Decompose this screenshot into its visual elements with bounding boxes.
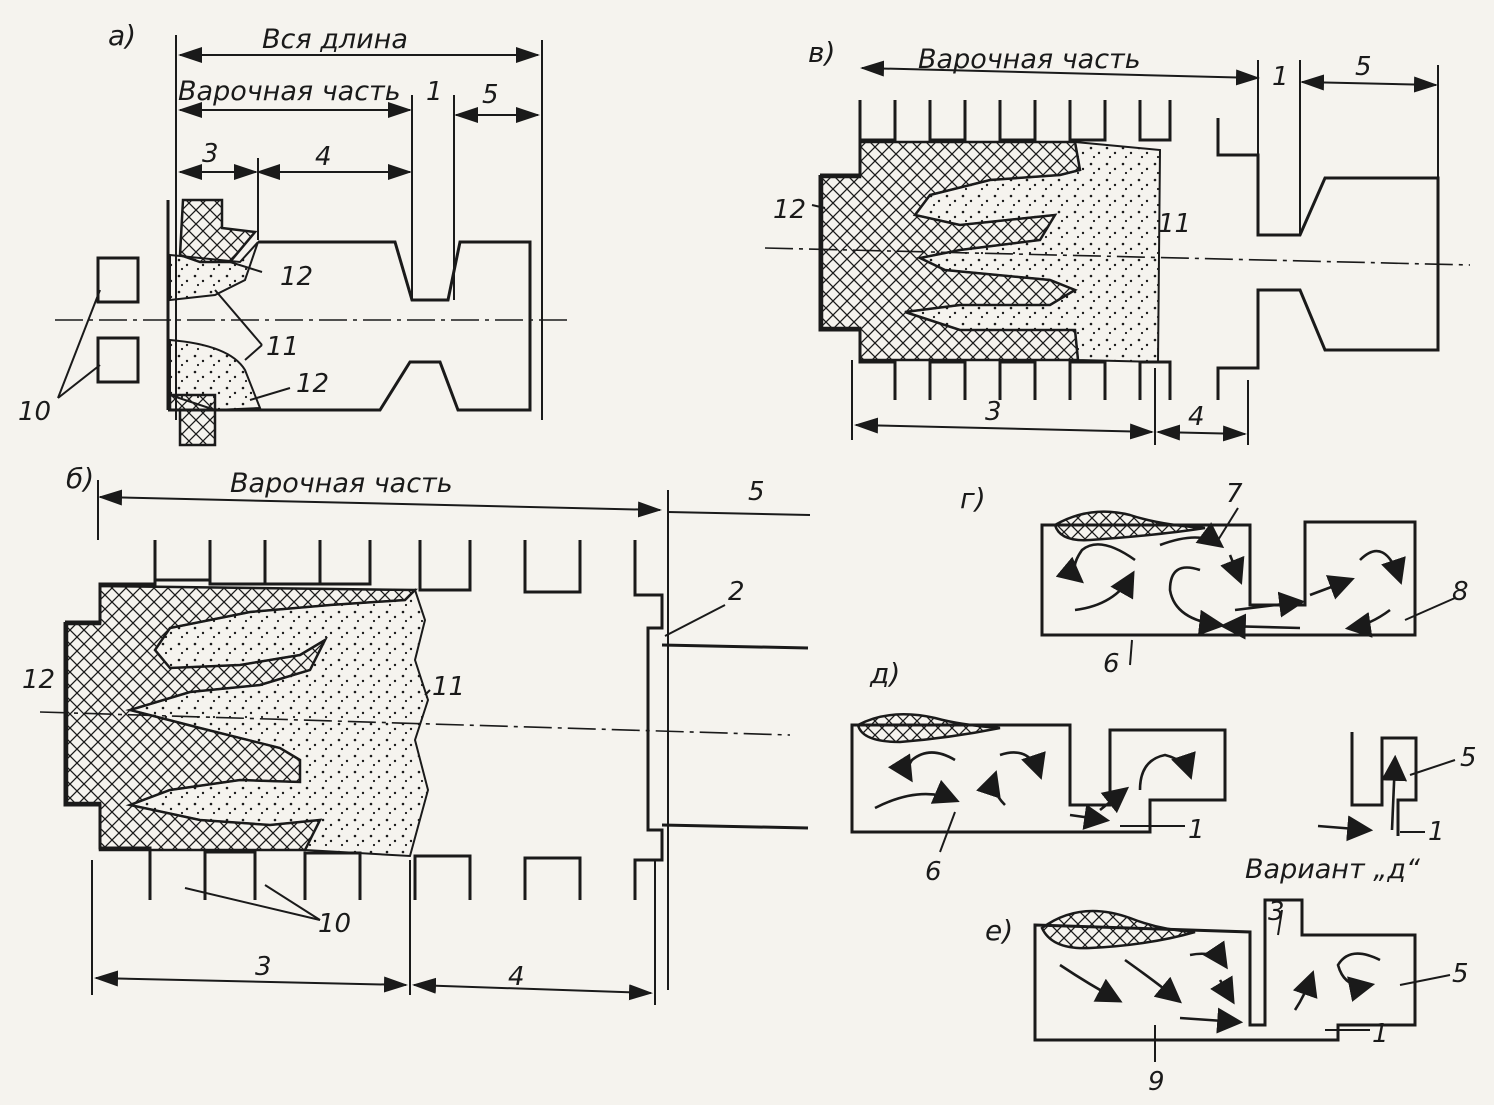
panel-a: а) Вся длина Варочная часть 1 5 3 4 12 bbox=[18, 19, 570, 447]
num-12-a-bottom: 12 bbox=[296, 369, 329, 399]
panel-e-label: е) bbox=[985, 914, 1013, 947]
panel-v-label: в) bbox=[808, 36, 835, 69]
full-length-label: Вся длина bbox=[262, 24, 408, 55]
melt-b bbox=[126, 588, 430, 858]
panel-e: е) 3 5 1 9 bbox=[985, 897, 1469, 1097]
num-6-d: 6 bbox=[925, 857, 942, 887]
num-4-b: 4 bbox=[508, 962, 525, 992]
melting-part-label-b: Варочная часть bbox=[230, 468, 453, 499]
melting-part-label-a: Варочная часть bbox=[178, 76, 401, 107]
num-3-a: 3 bbox=[202, 139, 219, 169]
num-11-v: 11 bbox=[1158, 209, 1191, 239]
num-5-b: 5 bbox=[748, 477, 765, 507]
num-1-a: 1 bbox=[426, 77, 443, 107]
num-9-e: 9 bbox=[1148, 1067, 1165, 1097]
num-3-e: 3 bbox=[1268, 897, 1285, 927]
batch-e bbox=[1040, 909, 1196, 950]
num-4-v: 4 bbox=[1188, 402, 1205, 432]
num-7-g: 7 bbox=[1226, 479, 1243, 509]
panel-d: д) 1 6 1 5 Вариант „д“ bbox=[850, 657, 1477, 887]
num-10-a: 10 bbox=[18, 397, 51, 427]
panel-a-label: а) bbox=[108, 19, 136, 52]
port-a-top bbox=[96, 256, 140, 304]
num-4-a: 4 bbox=[315, 142, 332, 172]
num-12-a-top: 12 bbox=[280, 262, 313, 292]
num-10-b: 10 bbox=[318, 909, 351, 939]
num-1-d: 1 bbox=[1188, 815, 1205, 845]
panel-v: в) Варочная часть 1 5 12 11 3 4 bbox=[764, 36, 1471, 445]
port-a-bottom bbox=[96, 336, 140, 384]
num-2-b: 2 bbox=[728, 577, 745, 607]
num-5-e: 5 bbox=[1452, 959, 1469, 989]
num-11-a: 11 bbox=[266, 332, 299, 362]
num-3-v: 3 bbox=[985, 397, 1002, 427]
batch-d bbox=[856, 713, 1001, 744]
panel-b: б) Варочная часть 5 2 11 12 10 3 4 bbox=[22, 462, 811, 1005]
num-3-b: 3 bbox=[255, 952, 272, 982]
num-5-v: 5 bbox=[1355, 52, 1372, 82]
panel-g: г) 7 8 6 bbox=[960, 479, 1469, 679]
num-6-g: 6 bbox=[1103, 649, 1120, 679]
melting-part-label-v: Варочная часть bbox=[918, 44, 1141, 75]
num-1-v: 1 bbox=[1272, 62, 1289, 92]
panel-g-label: г) bbox=[960, 482, 986, 515]
num-12-v: 12 bbox=[773, 195, 806, 225]
batch-a-bottom bbox=[168, 393, 217, 447]
batch-g bbox=[1053, 510, 1206, 542]
melt-a-top bbox=[169, 241, 259, 302]
num-8-g: 8 bbox=[1452, 577, 1469, 607]
melt-a-bottom bbox=[169, 338, 262, 412]
variant-d-label: Вариант „д“ bbox=[1245, 854, 1421, 885]
num-5-a: 5 bbox=[482, 80, 499, 110]
num-5-variant: 5 bbox=[1460, 743, 1477, 773]
batch-a-top bbox=[178, 198, 258, 264]
num-1-e: 1 bbox=[1372, 1019, 1389, 1049]
num-12-b: 12 bbox=[22, 665, 55, 695]
melt-v bbox=[904, 140, 1162, 364]
panel-d-label: д) bbox=[869, 657, 900, 690]
panel-b-label: б) bbox=[66, 462, 94, 495]
num-11-b: 11 bbox=[432, 672, 465, 702]
num-1-variant: 1 bbox=[1428, 817, 1445, 847]
